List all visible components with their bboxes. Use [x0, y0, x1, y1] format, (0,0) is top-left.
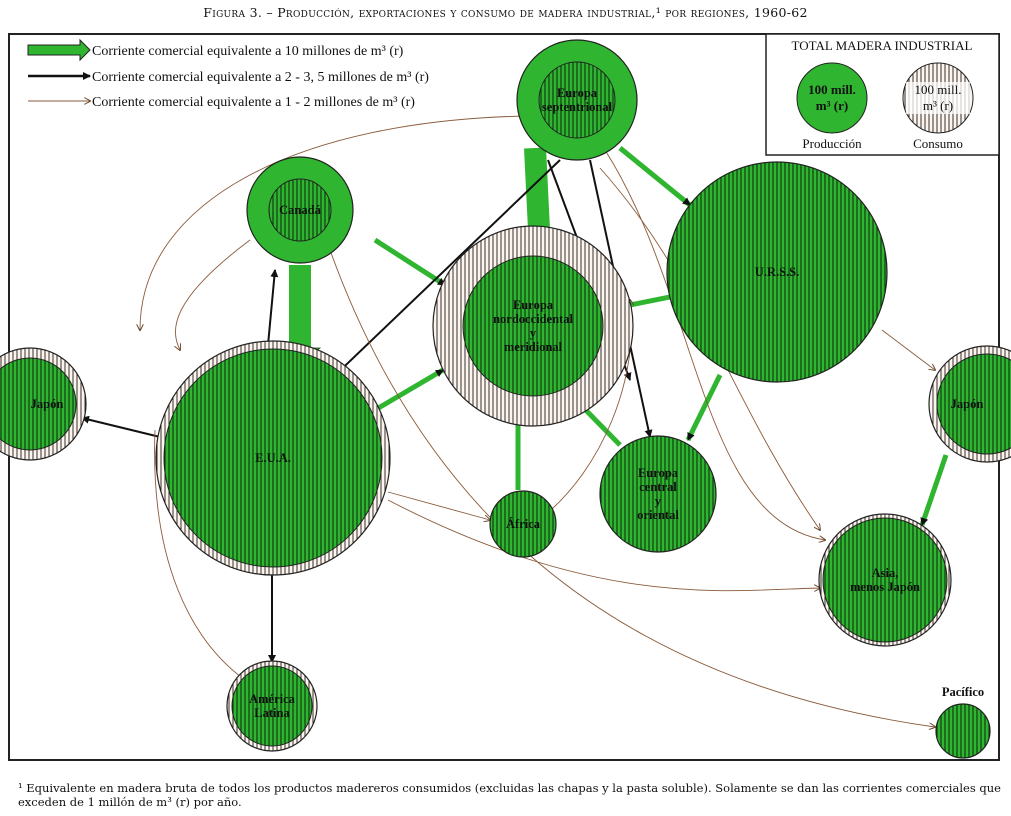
consumption-scale-label: Consumo	[913, 136, 963, 151]
production-scale-label: Producción	[802, 136, 862, 151]
region-label: Pacífico	[942, 685, 984, 699]
medium-trade-flow-arrow	[373, 367, 445, 413]
region-label: nordoccidental	[493, 312, 573, 326]
region-label: oriental	[637, 508, 679, 522]
small-trade-flow-arrow	[140, 115, 529, 330]
legend-small-label: Corriente comercial equivalente a 1 - 2 …	[92, 95, 415, 110]
region-label: Japón	[31, 397, 64, 411]
region-canada: Canadá	[246, 156, 354, 264]
region-inner-circle	[538, 61, 616, 139]
region-label: U.R.S.S.	[755, 265, 799, 279]
medium-trade-flow-arrow	[267, 269, 279, 346]
figure-title: Figura 3. – Producción, exportaciones y …	[203, 5, 808, 20]
region-label: menos Japón	[850, 580, 920, 594]
small-trade-flow-arrow	[604, 149, 825, 540]
region-label: Canadá	[279, 203, 321, 217]
region-inner-circle	[163, 348, 383, 568]
region-label: central	[639, 480, 677, 494]
scale-box-title: TOTAL MADERA INDUSTRIAL	[792, 38, 973, 53]
region-label: Latina	[254, 706, 290, 720]
production-scale-circle	[796, 62, 868, 134]
region-label: meridional	[504, 340, 563, 354]
medium-trade-flow-arrow	[324, 159, 561, 386]
small-trade-flow-arrow	[175, 239, 251, 350]
consumption-scale-unit: m³ (r)	[923, 98, 953, 113]
region-inner-circle	[231, 665, 313, 747]
region-asia: Asia,menos Japón	[818, 513, 952, 647]
region-inner-circle	[936, 353, 1011, 455]
medium-trade-flow-arrow	[373, 237, 447, 288]
region-label: Europa	[638, 466, 679, 480]
legend-medium-label: Corriente comercial equivalente a 2 - 3,…	[92, 70, 429, 85]
region-label: Japón	[951, 397, 984, 411]
regions: EuropaseptentrionalCanadáEuropanordoccid…	[0, 39, 1011, 759]
region-pacifico: Pacífico	[935, 685, 991, 759]
region-label: E.U.A.	[255, 451, 291, 465]
legend-large-label: Corriente comercial equivalente a 10 mil…	[92, 44, 404, 59]
region-label: septentrional	[542, 100, 613, 114]
small-trade-flow-arrow	[881, 329, 935, 370]
region-urss: U.R.S.S.	[666, 161, 888, 383]
region-inner-circle	[462, 255, 604, 397]
consumption-scale-value: 100 mill.	[915, 82, 962, 97]
region-japon-left: Japón	[0, 347, 87, 461]
region-outer-circle	[666, 161, 888, 383]
legend: Corriente comercial equivalente a 10 mil…	[27, 38, 429, 110]
region-outer-circle	[599, 435, 717, 553]
small-trade-flow-arrow	[329, 249, 935, 727]
medium-trade-flow-arrow	[685, 373, 723, 442]
legend-large-arrow-icon	[27, 38, 91, 62]
region-label: Europa	[513, 298, 554, 312]
region-inner-circle	[822, 517, 948, 643]
region-label: Asia,	[872, 566, 899, 580]
production-scale-value: 100 mill.	[808, 82, 856, 97]
region-eua: E.U.A.	[155, 340, 391, 576]
small-trade-flow-arrow	[387, 499, 820, 591]
production-scale-unit: m³ (r)	[816, 98, 848, 113]
region-outer-circle	[489, 490, 557, 558]
footnote: ¹ Equivalente en madera bruta de todos l…	[18, 781, 1001, 809]
region-japon-right: Japón	[928, 345, 1011, 463]
region-outer-circle	[935, 703, 991, 759]
small-trade-flow-arrow	[387, 491, 490, 520]
scale-box: TOTAL MADERA INDUSTRIAL 100 mill. m³ (r)…	[765, 33, 1000, 156]
medium-trade-flow-arrow	[919, 454, 949, 526]
region-africa: África	[489, 490, 557, 558]
region-label: África	[506, 517, 541, 531]
region-label: Europa	[557, 86, 598, 100]
region-label: y	[655, 494, 662, 508]
small-trade-flow-arrow	[154, 429, 245, 680]
medium-trade-flow-arrow	[618, 146, 692, 207]
region-inner-circle	[268, 178, 332, 242]
region-inner-circle	[0, 357, 77, 451]
region-label: y	[530, 326, 537, 340]
medium-trade-flow-arrow	[81, 415, 161, 438]
region-label: América	[249, 692, 296, 706]
